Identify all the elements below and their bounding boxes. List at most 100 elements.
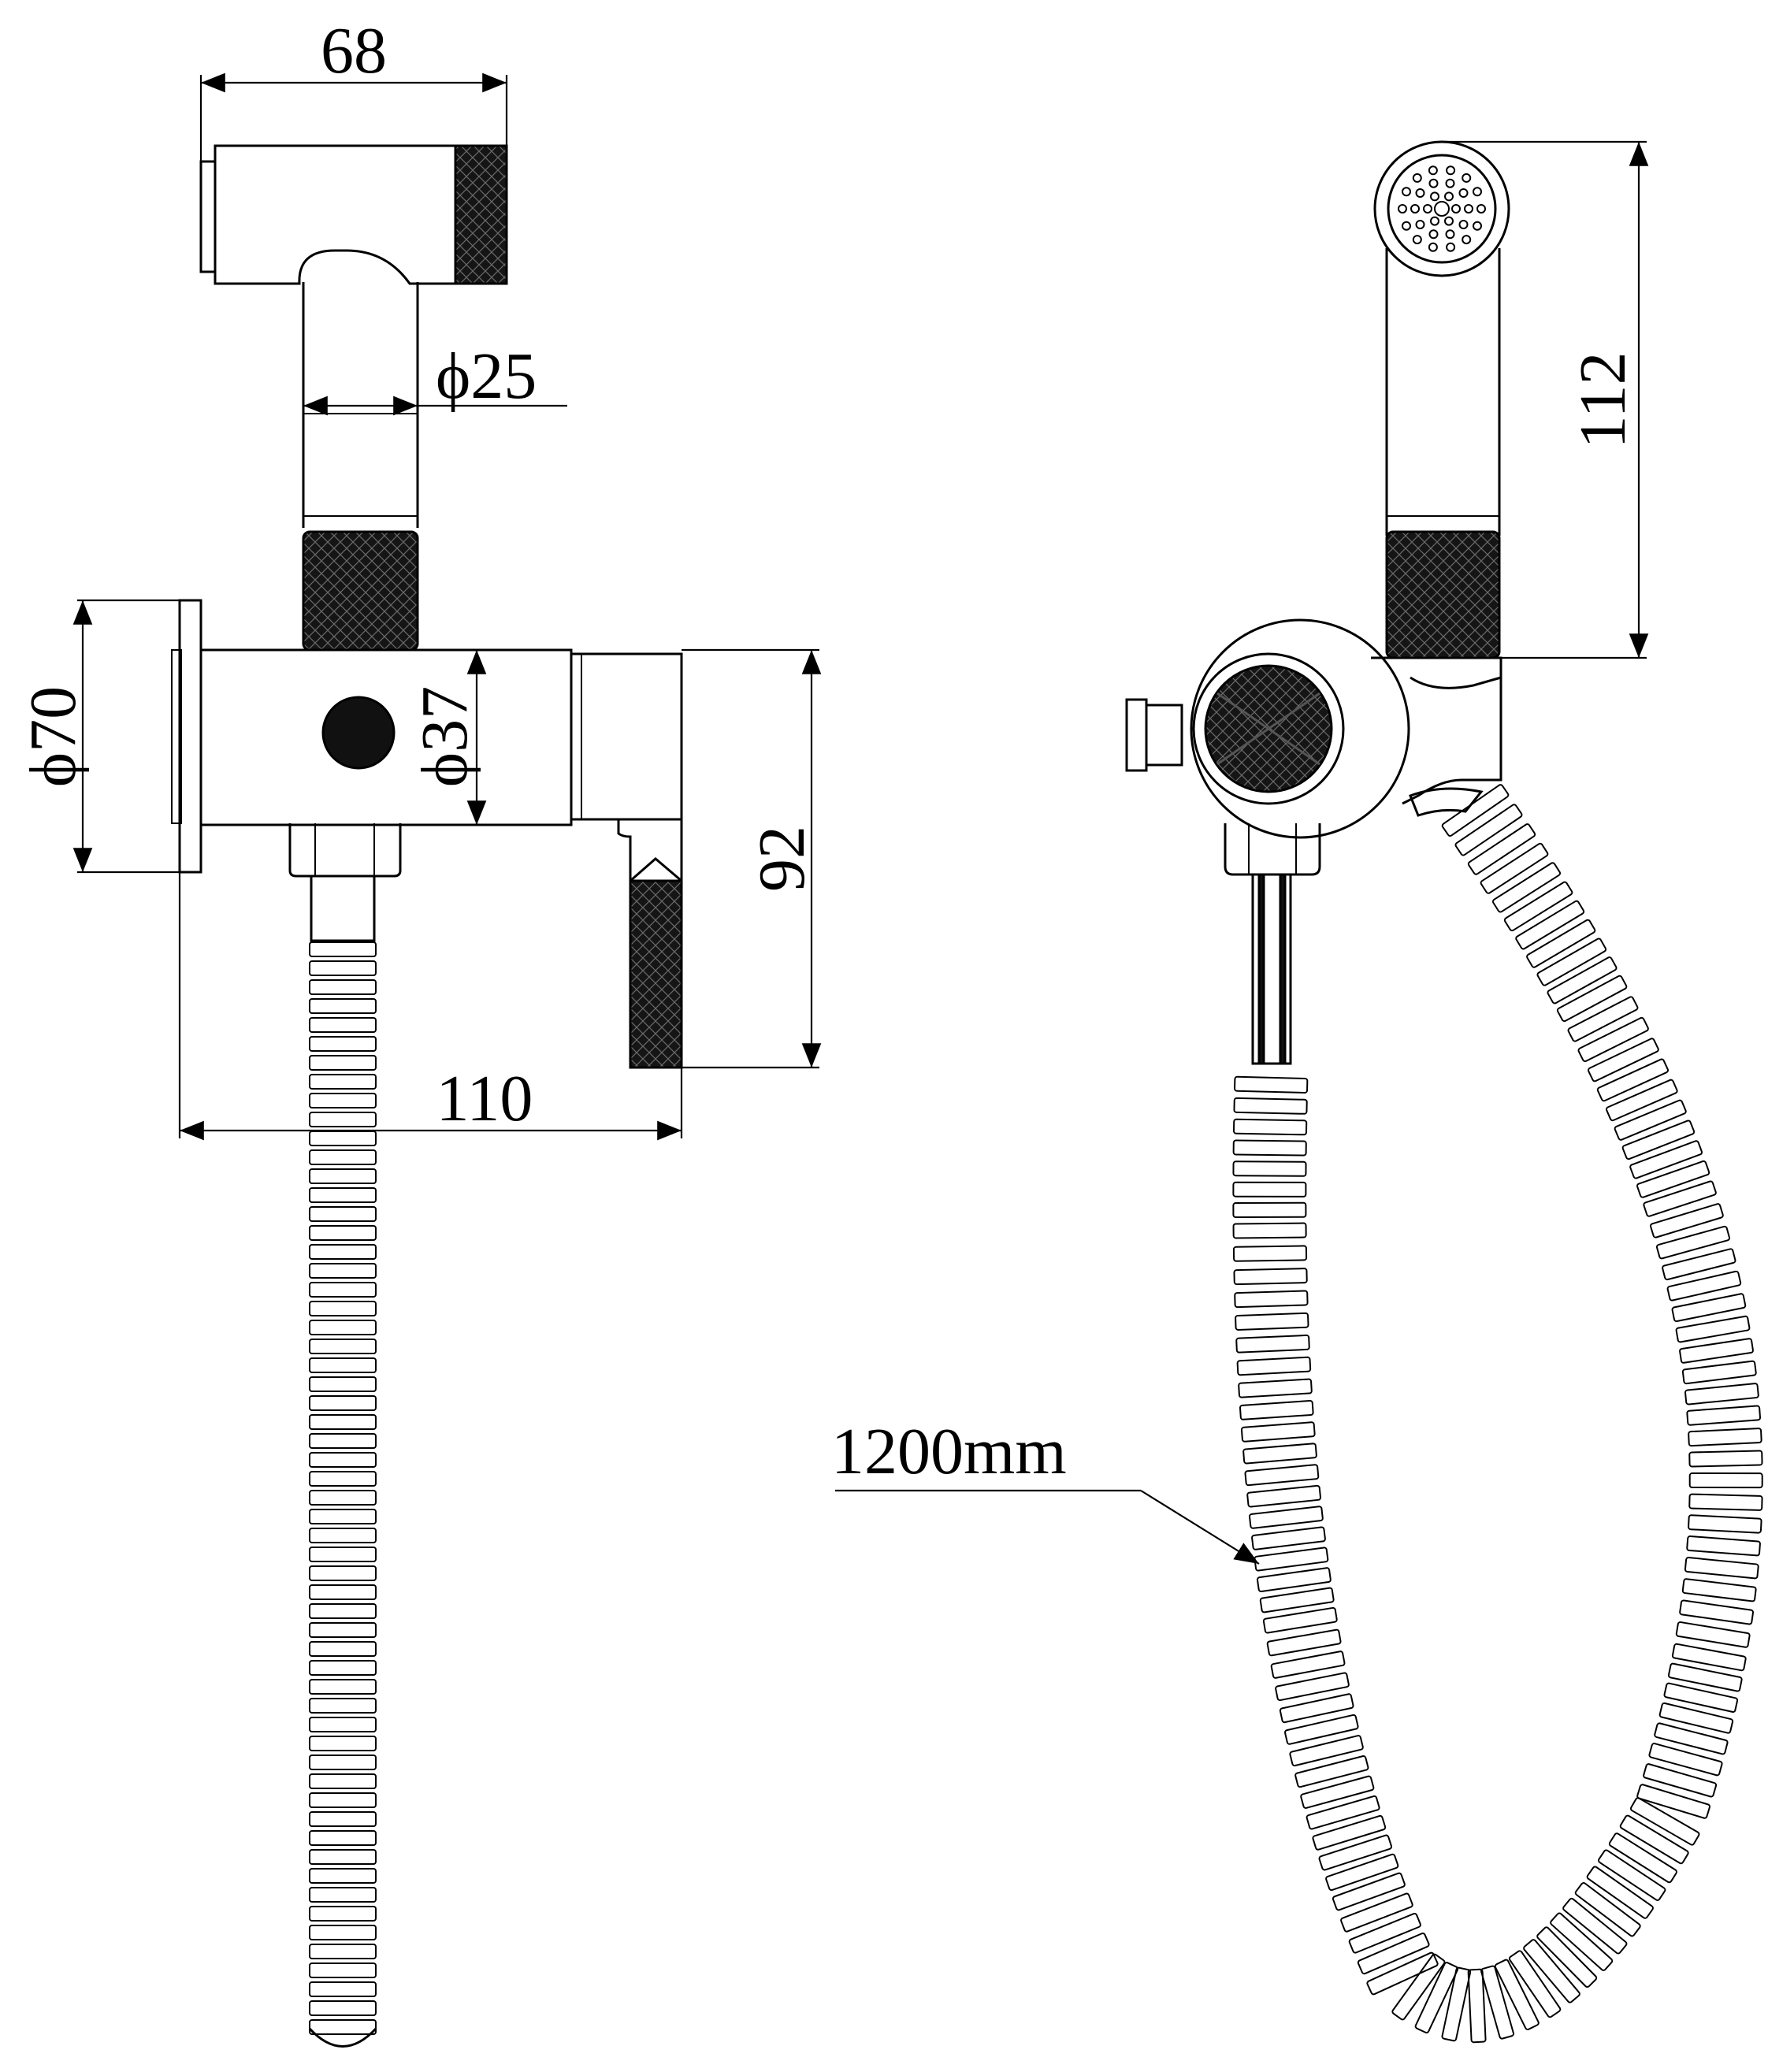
hose-segment	[1679, 1599, 1755, 1625]
nozzle-hole	[1434, 201, 1450, 217]
hose-segment	[1248, 1506, 1324, 1529]
hose-segment	[1688, 1428, 1762, 1447]
hose-segment	[1688, 1514, 1762, 1534]
nozzle-hole	[1402, 221, 1411, 231]
hose-segment	[309, 1320, 377, 1335]
hose-segment	[309, 941, 377, 957]
dim-112-label: 112	[1566, 352, 1640, 449]
hose-segment	[1550, 1912, 1614, 1971]
hose-segment	[309, 1906, 377, 1922]
hose-segment	[309, 1074, 377, 1090]
hose-segment	[1491, 862, 1562, 913]
nozzle-holes	[1398, 165, 1486, 252]
hose-segment	[1391, 1953, 1446, 2021]
hose-segment	[1259, 1587, 1335, 1613]
hose-segment	[1526, 919, 1596, 968]
nozzle-hole	[1428, 242, 1438, 252]
hose-segment	[1232, 1181, 1307, 1198]
hose-segment	[309, 1471, 377, 1487]
valve-button	[321, 696, 396, 770]
nozzle-hole	[1462, 173, 1472, 183]
holder-front	[1125, 618, 1502, 1065]
nozzle-hole	[1423, 204, 1432, 214]
hose-segment	[309, 1149, 377, 1165]
hose-segment	[1666, 1270, 1742, 1301]
hose-segment	[1494, 1959, 1540, 2030]
hose-segment	[1332, 1872, 1406, 1911]
hose-segment	[1312, 1814, 1387, 1851]
hose-segment	[1688, 1472, 1763, 1489]
hose-end	[308, 2027, 377, 2048]
hose-segment	[1636, 1160, 1710, 1198]
hose-segment	[309, 1225, 377, 1241]
hose-segment	[309, 979, 377, 995]
hose-segment	[1266, 1628, 1342, 1657]
nozzle-hole	[1462, 235, 1472, 245]
hose-segment	[309, 1168, 377, 1184]
hose-segment	[1654, 1722, 1729, 1755]
dim-68-label: 68	[321, 14, 387, 87]
hose-side	[308, 941, 377, 2048]
hose-segment	[1233, 1118, 1308, 1136]
hose-segment	[1556, 975, 1628, 1023]
hose-segment	[309, 1755, 377, 1770]
dim-overall-depth: 110	[178, 872, 683, 1141]
hose-segment	[1235, 1312, 1309, 1331]
hose-segment	[1688, 1450, 1763, 1468]
side-view: 68 ϕ25 ϕ70 ϕ37 92	[17, 14, 822, 2048]
hose-segment	[309, 1395, 377, 1411]
hose-segment	[1686, 1405, 1762, 1426]
spray-head-knurl	[454, 144, 508, 285]
hose-segment	[309, 1717, 377, 1732]
hose-segment	[1621, 1120, 1696, 1160]
hose-segment	[1275, 1672, 1350, 1702]
hose-segment	[309, 1944, 377, 1959]
hose-segment	[1279, 1693, 1354, 1724]
hose-segment	[1232, 1245, 1308, 1262]
hose-segment	[309, 1622, 377, 1638]
hose-segment	[1503, 881, 1573, 932]
hose-segment	[1658, 1702, 1734, 1734]
hose-segment	[1667, 1662, 1743, 1692]
hose-segment	[1598, 1849, 1666, 1901]
nozzle-hole	[1445, 178, 1455, 188]
dim-92-label: 92	[745, 826, 819, 892]
nozzle-hole	[1458, 188, 1469, 198]
nozzle-hole	[1430, 216, 1439, 226]
hose-segment	[1235, 1334, 1310, 1353]
hose-segment	[309, 1244, 377, 1260]
hose-segment	[309, 2000, 377, 2016]
hose-segment	[1655, 1225, 1731, 1260]
hose-segment	[1662, 1248, 1736, 1281]
hose-segment	[309, 1736, 377, 1751]
hose-segment	[1608, 1832, 1677, 1884]
hose-segment	[1366, 1951, 1439, 1996]
nozzle-hole	[1476, 204, 1486, 214]
nozzle-hole	[1464, 204, 1473, 214]
hose-segment	[1467, 823, 1536, 875]
hose-segment	[1242, 1443, 1317, 1465]
hose-segment	[1318, 1834, 1393, 1871]
hose-segment	[309, 1925, 377, 1940]
hose-segment	[1454, 804, 1523, 856]
hose-segment	[1232, 1160, 1307, 1177]
hose-segment	[1688, 1493, 1763, 1511]
wall-flange-side	[171, 599, 202, 874]
hose-segment	[1233, 1268, 1308, 1286]
nozzle-hole	[1398, 204, 1407, 214]
hose-segment	[309, 1811, 377, 1827]
dim-37-label: ϕ37	[408, 686, 481, 787]
hose-segment	[1636, 1784, 1710, 1819]
hose-segment	[309, 1962, 377, 1978]
dim-25-label: ϕ25	[436, 340, 537, 413]
nozzle-hole	[1446, 242, 1456, 252]
hose-segment	[1536, 1926, 1598, 1988]
hose-segment	[1614, 1099, 1687, 1141]
hose-segment	[1251, 1526, 1326, 1550]
hose-segment	[1536, 938, 1607, 986]
hose-segment	[1256, 1567, 1332, 1593]
dim-spray-height: 112	[1442, 140, 1649, 659]
hose-segment	[1648, 1743, 1723, 1777]
hose-segment	[309, 1301, 377, 1316]
